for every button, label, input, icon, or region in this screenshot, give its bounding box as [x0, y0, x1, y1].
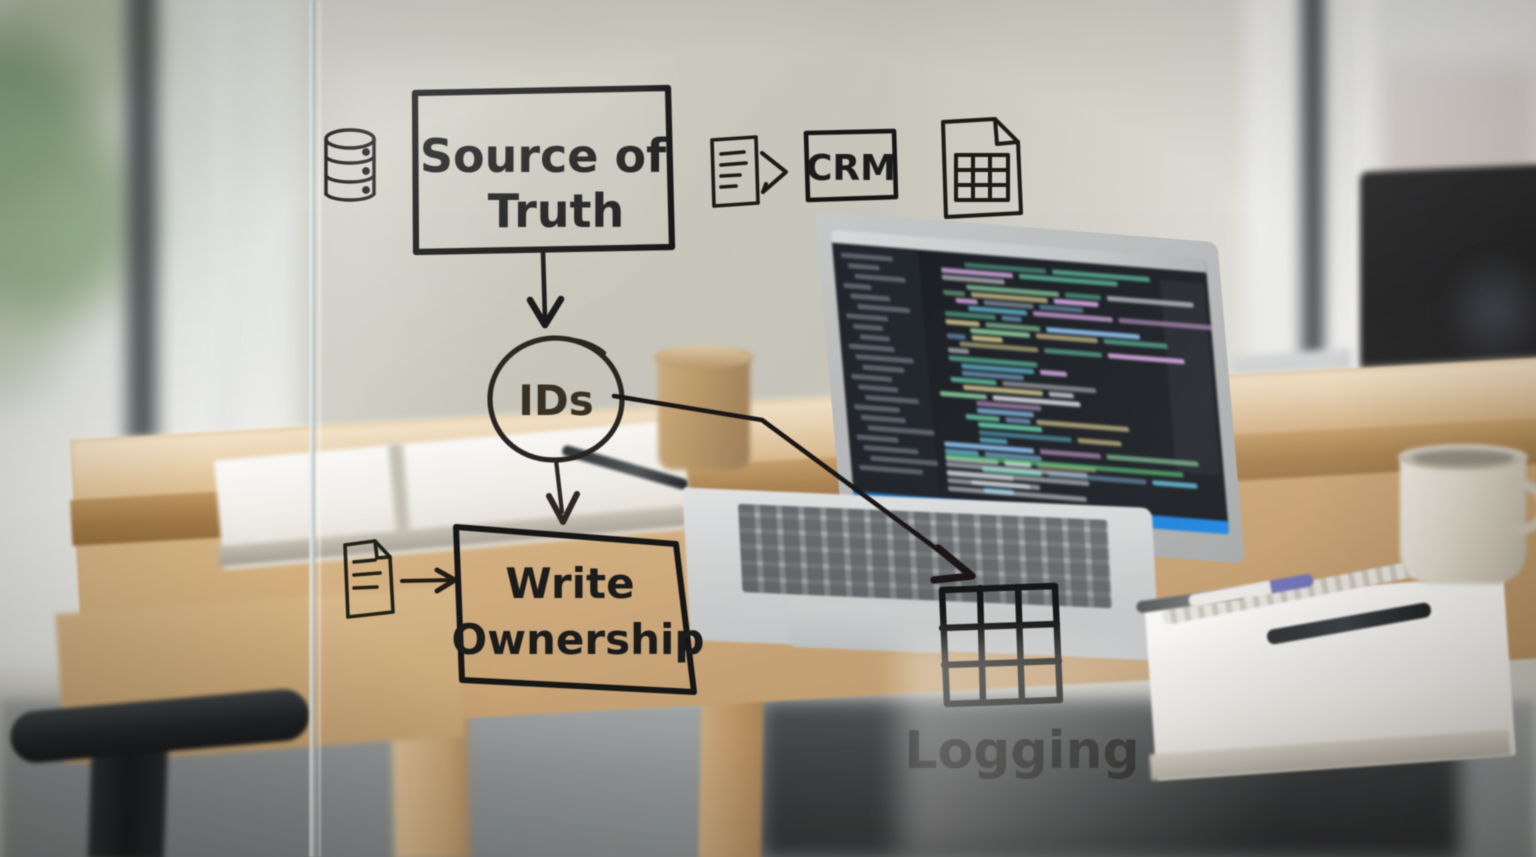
- crm-label: CRM: [806, 148, 896, 189]
- arrow-source-to-ids: [530, 252, 561, 325]
- write-ownership-label-line2: Ownership: [452, 615, 705, 664]
- ids-label: IDs: [518, 376, 594, 425]
- table-grid-icon: [942, 586, 1060, 704]
- arrow-ids-to-logging: [614, 396, 972, 580]
- source-of-truth-label-line2: Truth: [488, 184, 625, 238]
- write-ownership-box: [456, 527, 694, 692]
- document-page-icon: [345, 541, 393, 617]
- write-ownership-label-line1: Write: [505, 559, 634, 608]
- arrow-ids-to-write-ownership: [549, 460, 577, 522]
- logging-label: Logging: [904, 721, 1139, 781]
- arrow-right-chevron-icon: [762, 153, 786, 192]
- source-of-truth-label-line1: Source of: [420, 129, 667, 183]
- document-lines-icon: [712, 137, 758, 206]
- spreadsheet-document-icon: [943, 119, 1021, 217]
- arrow-right-icon: [402, 570, 455, 591]
- database-cylinder-icon: [326, 130, 374, 200]
